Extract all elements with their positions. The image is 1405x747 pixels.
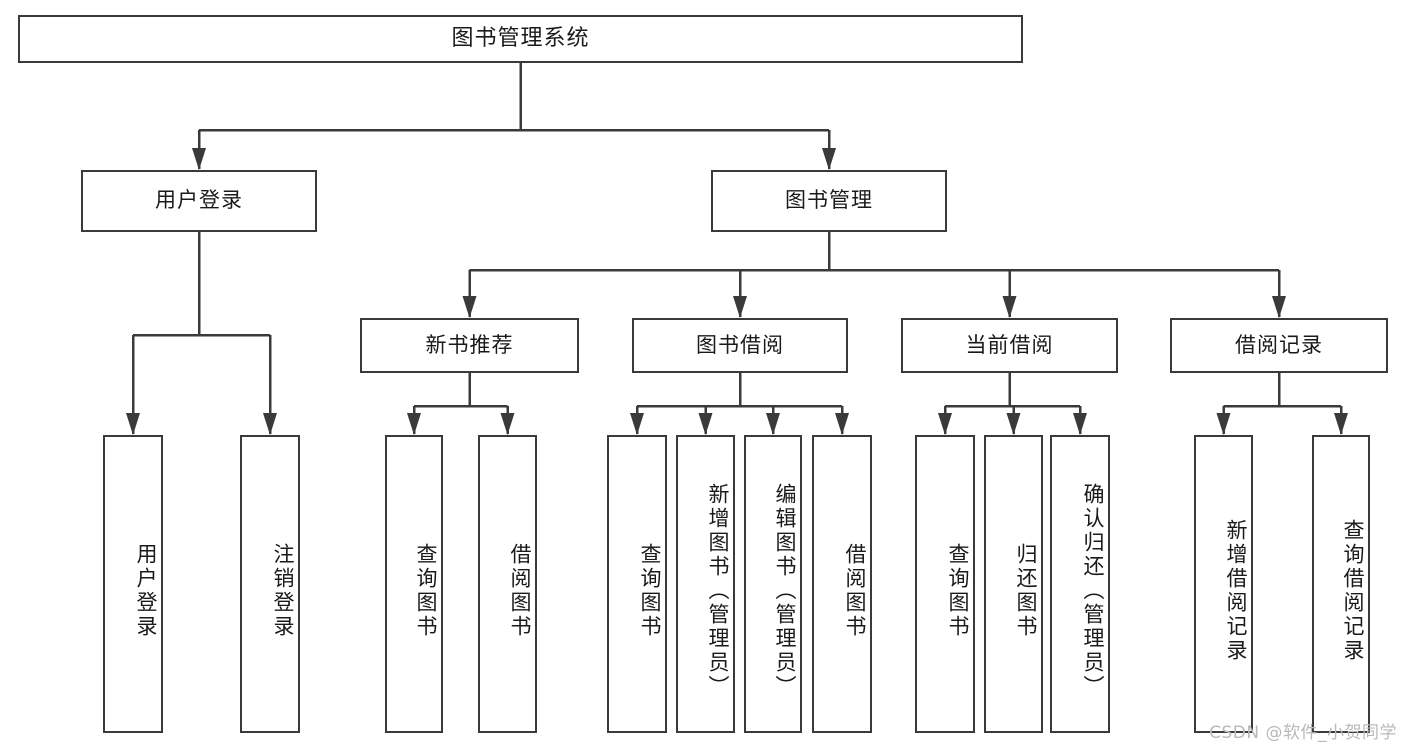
node-r_query[interactable]: 查询借阅记录 — [1312, 435, 1370, 733]
node-label: 新书推荐 — [425, 332, 514, 357]
node-label: 借阅记录 — [1235, 332, 1323, 357]
node-l_login[interactable]: 用户登录 — [103, 435, 163, 733]
node-label: 借阅图书 — [843, 543, 867, 639]
node-label: 确认归还（管理员） — [1081, 483, 1105, 699]
node-label: 查询借阅记录 — [1341, 519, 1365, 663]
node-b_edit[interactable]: 编辑图书（管理员） — [744, 435, 802, 733]
node-label: 图书管理 — [785, 188, 873, 213]
node-label: 新增图书（管理员） — [706, 483, 730, 699]
node-n_borrow[interactable]: 借阅图书 — [478, 435, 537, 733]
node-root[interactable]: 图书管理系统 — [18, 15, 1023, 63]
node-b_query[interactable]: 查询图书 — [607, 435, 667, 733]
node-label: 当前借阅 — [965, 332, 1054, 357]
node-newbook[interactable]: 新书推荐 — [360, 318, 579, 373]
node-l_logout[interactable]: 注销登录 — [240, 435, 300, 733]
node-label: 查询图书 — [946, 543, 970, 639]
node-current[interactable]: 当前借阅 — [901, 318, 1118, 373]
node-label: 查询图书 — [638, 543, 662, 639]
node-label: 查询图书 — [414, 543, 438, 639]
node-label: 用户登录 — [134, 543, 158, 639]
node-n_query[interactable]: 查询图书 — [385, 435, 443, 733]
node-records[interactable]: 借阅记录 — [1170, 318, 1388, 373]
node-bookmgmt[interactable]: 图书管理 — [711, 170, 947, 232]
node-label: 编辑图书（管理员） — [773, 483, 797, 699]
node-c_return[interactable]: 归还图书 — [984, 435, 1043, 733]
node-b_add[interactable]: 新增图书（管理员） — [676, 435, 735, 733]
node-label: 新增借阅记录 — [1224, 519, 1248, 663]
node-c_query[interactable]: 查询图书 — [915, 435, 975, 733]
node-borrow[interactable]: 图书借阅 — [632, 318, 848, 373]
node-label: 归还图书 — [1014, 543, 1038, 639]
node-login[interactable]: 用户登录 — [81, 170, 317, 232]
watermark: CSDN @软件_小贺同学 — [1209, 723, 1397, 743]
node-b_borrow[interactable]: 借阅图书 — [812, 435, 872, 733]
node-label: 图书管理系统 — [451, 25, 590, 51]
node-label: 图书借阅 — [696, 332, 784, 357]
node-label: 用户登录 — [155, 188, 243, 213]
node-label: 注销登录 — [271, 543, 295, 639]
node-c_confirm[interactable]: 确认归还（管理员） — [1050, 435, 1110, 733]
node-r_add[interactable]: 新增借阅记录 — [1194, 435, 1253, 733]
node-label: 借阅图书 — [508, 543, 532, 639]
